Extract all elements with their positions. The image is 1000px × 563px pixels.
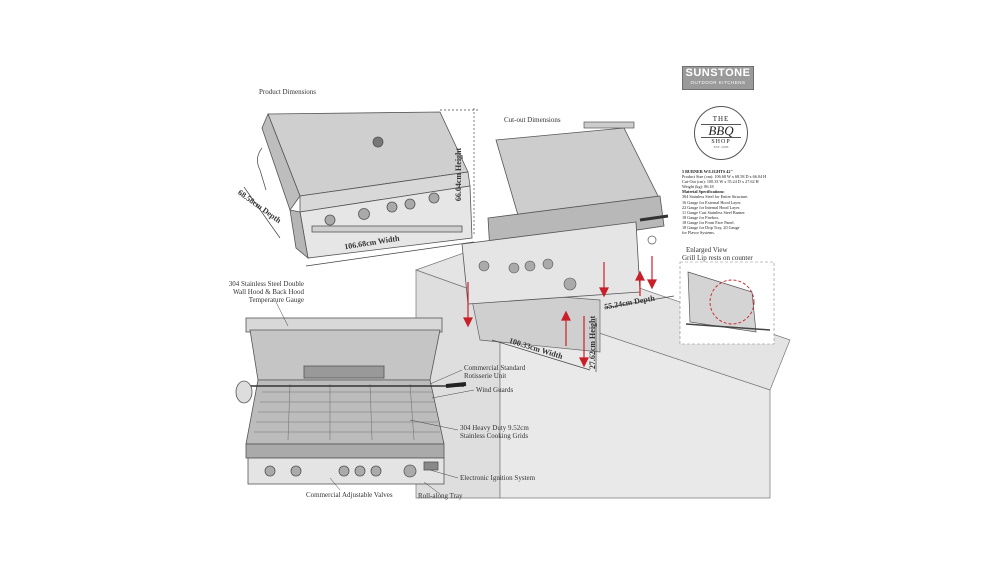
spec-line: 22 Gauge for Internal Hood Layer. (682, 204, 741, 210)
ignition-callout: Electronic Ignition System (460, 474, 536, 482)
spec-line: 18 Gauge for Drip Tray, 20 Gauge (682, 225, 740, 231)
enlarged-view-inset (679, 261, 775, 345)
spec-line: Material Specifications: (682, 189, 725, 195)
cutout-dimensions-title: Cut-out Dimensions (504, 116, 561, 124)
spec-line: Product Size (cm): 106.68 W x 68.58 D x … (682, 174, 767, 180)
cutout-dimension-lines (491, 295, 675, 372)
spec-title: 5 BURNER W/LIGHTS 42" (682, 169, 733, 174)
product-dimension-grill (257, 111, 473, 260)
product-dimension-lines (243, 108, 480, 267)
spec-line: 18 Gauge for Firebox. (682, 214, 720, 220)
cutout-height-label: 27.62cm Height (588, 315, 598, 370)
grill-lip-label: Grill Lip rests on counter (682, 254, 753, 262)
spec-line: for Flavor Systems. (682, 230, 715, 236)
product-height-label: 66.04cm Height (454, 147, 464, 202)
spec-line: 304 Stainless Steel for Entire Structure… (682, 194, 749, 200)
tray-callout: Roll-along Tray (418, 492, 463, 500)
product-dimensions-title: Product Dimensions (259, 88, 316, 96)
spec-line: Weight (kg): 86.18 (682, 184, 714, 190)
sunstone-logo: SUNSTONE OUTDOOR KITCHENS (682, 66, 754, 90)
spec-line: Cut-Out (cm): 100.33 W x 55.24 D x 27.62… (682, 179, 759, 185)
hood-gauge-callout: 304 Stainless Steel Double Wall Hood & B… (228, 280, 304, 304)
callout-leader-lines (275, 301, 475, 495)
valves-callout: Commercial Adjustable Valves (306, 491, 393, 499)
spec-line: 16 Gauge for External Hood Layer. (682, 199, 742, 205)
spec-line: 11 Gauge Cast Stainless Steel Burner. (682, 209, 746, 215)
specification-block: 5 BURNER W/LIGHTS 42" Product Size (cm):… (682, 169, 786, 235)
feature-grill (235, 317, 467, 485)
rotisserie-callout: Commercial Standard Rotisserie Unit (464, 364, 526, 380)
enlarged-view-title: Enlarged View (686, 246, 728, 254)
bbq-shop-logo: THE BBQ SHOP EST. 2006 (694, 106, 748, 160)
wind-guards-callout: Wind Guards (476, 386, 514, 394)
red-dimension-arrows (463, 256, 657, 368)
cooking-grids-callout: 304 Heavy Duty 9.52cm Stainless Cooking … (460, 424, 529, 440)
spec-line: 18 Gauge for Front Face Panel. (682, 219, 735, 225)
